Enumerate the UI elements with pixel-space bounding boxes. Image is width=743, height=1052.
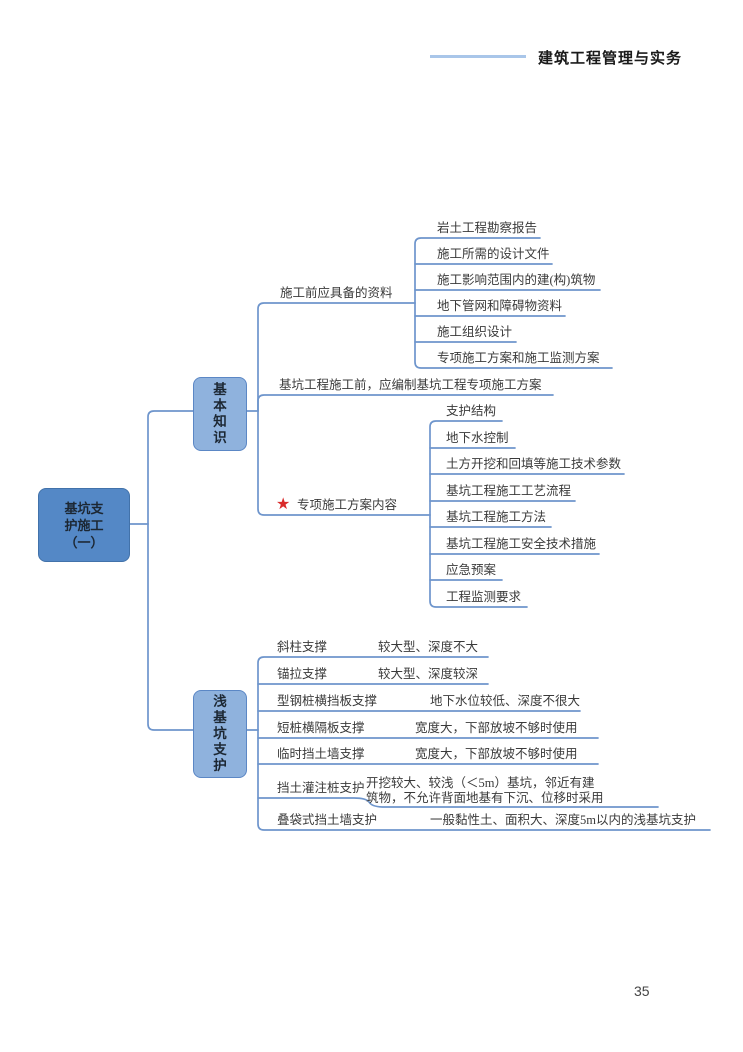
support-term: 临时挡土墙支撑 (277, 747, 365, 761)
leaf-item: 支护结构 (446, 404, 497, 418)
support-desc: 宽度大，下部放坡不够时使用 (415, 721, 578, 735)
leaf-item: 岩土工程勘察报告 (437, 221, 538, 235)
leaf-item: 基坑工程施工方法 (446, 510, 547, 524)
support-term: 短桩横隔板支撑 (277, 721, 365, 735)
label-special-plan-note: 基坑工程施工前，应编制基坑工程专项施工方案 (279, 378, 542, 392)
label-docs-required: 施工前应具备的资料 (280, 286, 393, 300)
leaf-item: 工程监测要求 (446, 590, 522, 604)
support-term: 锚拉支撑 (277, 667, 328, 681)
leaf-item: 地下水控制 (446, 431, 509, 445)
leaf-item: 施工影响范围内的建(构)筑物 (437, 273, 596, 287)
leaf-item: 地下管网和障碍物资料 (437, 299, 563, 313)
support-desc: 一般黏性土、面积大、深度5m以内的浅基坑支护 (430, 813, 696, 827)
page-header-title: 建筑工程管理与实务 (538, 50, 683, 67)
leaf-item: 施工所需的设计文件 (437, 247, 550, 261)
page-number: 35 (634, 983, 650, 999)
leaf-item: 基坑工程施工工艺流程 (446, 484, 572, 498)
support-term: 型钢桩横挡板支撑 (277, 694, 378, 708)
label-plan-contents: 专项施工方案内容 (297, 498, 398, 512)
support-term: 挡土灌注桩支护 (277, 781, 365, 795)
root-topic-node: 基坑支 护施工 （一） (38, 488, 130, 562)
leaf-item: 专项施工方案和施工监测方案 (437, 351, 600, 365)
support-desc: 地下水位较低、深度不很大 (430, 694, 581, 708)
support-desc: 开挖较大、较浅（＜5m）基坑，邻近有建 筑物，不允许背面地基有下沉、位移时采用 (366, 776, 604, 805)
header-rule-line (430, 55, 526, 58)
branch-node-shallow-pit-support: 浅 基 坑 支 护 (193, 690, 247, 778)
leaf-item: 基坑工程施工安全技术措施 (446, 537, 597, 551)
branch-node-basic-knowledge: 基 本 知 识 (193, 377, 247, 451)
support-term: 叠袋式挡土墙支护 (277, 813, 378, 827)
leaf-item: 应急预案 (446, 563, 497, 577)
support-term: 斜柱支撑 (277, 640, 328, 654)
leaf-item: 施工组织设计 (437, 325, 513, 339)
support-desc: 较大型、深度不大 (378, 640, 479, 654)
star-icon: ★ (276, 494, 291, 513)
support-desc: 较大型、深度较深 (378, 667, 479, 681)
leaf-item: 土方开挖和回填等施工技术参数 (446, 457, 622, 471)
support-desc: 宽度大，下部放坡不够时使用 (415, 747, 578, 761)
